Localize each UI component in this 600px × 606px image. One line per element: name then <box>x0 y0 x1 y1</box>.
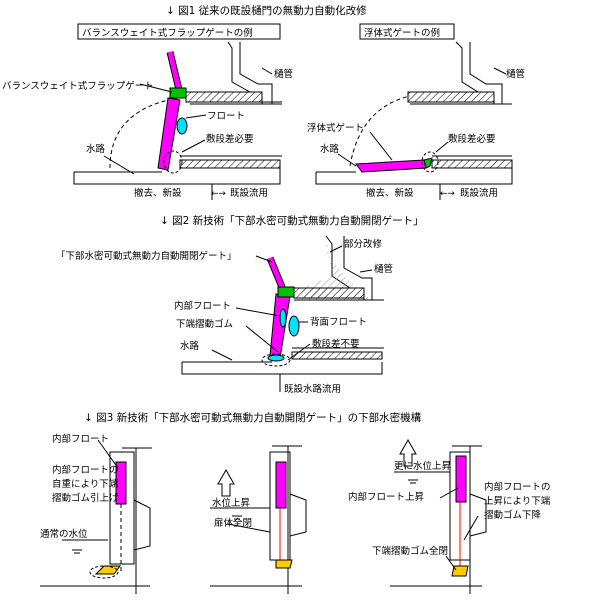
figure-1: ↓ 図1 従来の既設樋門の無動力自動化改修 バランスウェイト式フラップゲートの例… <box>2 4 525 200</box>
fig1-left-box-label: バランスウェイト式フラップゲートの例 <box>82 27 253 39</box>
fig3a-desc-3: 摺動ゴム引上げ <box>52 492 119 504</box>
fig1-hikan-right-label: 樋管 <box>506 68 525 80</box>
fig3a-desc-1: 内部フロートの <box>52 464 119 476</box>
fig1-remove-right-label: 撤去、新設 <box>366 187 414 199</box>
fig2-pipe-top <box>293 287 365 299</box>
fig1-left-step-circle <box>163 150 183 174</box>
fig1-left-float <box>176 117 188 135</box>
fig1-left-swing-arc <box>109 97 179 169</box>
fig3a-rubber <box>94 565 121 575</box>
fig3a-normal-level-label: 通常の水位 <box>40 528 88 540</box>
fig1-title: ↓ 図1 従来の既設樋門の無動力自動化改修 <box>166 4 367 17</box>
fig2-back-float-label: 背面フロート <box>310 316 367 328</box>
fig2-gate-arm <box>267 257 287 293</box>
fig2-no-step-label: 敷段差不要 <box>312 338 360 350</box>
fig1-right-float-gate <box>355 159 427 173</box>
fig2-pipe-bottom <box>291 351 383 360</box>
fig1-float-gate-label: 浮体式ゲート <box>307 122 364 134</box>
fig1-left-channel <box>73 168 281 185</box>
fig3-title: ↓ 図3 新技術「下部水密可動式無動力自動開閉ゲート」の下部水密機構 <box>84 411 422 424</box>
fig2-weight <box>277 286 295 298</box>
fig3b-back-float <box>289 493 307 537</box>
fig1-step-right-label: 敷段差必要 <box>448 133 496 145</box>
fig1-remove-left-label: 撤去、新設 <box>134 187 182 199</box>
fig3-panel-b <box>210 445 307 594</box>
fig1-left-drawing: ←→ <box>73 41 282 200</box>
fig1-step-left-label: 敷段差必要 <box>206 133 254 145</box>
fig2-inner-float <box>279 308 287 328</box>
fig1-left-pipe-bottom <box>179 159 281 169</box>
fig2-channel <box>181 362 383 375</box>
fig3c-more-level-up-label: 更に水位上昇 <box>394 460 452 472</box>
fig1-channel-right-label: 水路 <box>320 143 340 155</box>
fig1-arrow-left: ←→ <box>211 189 226 199</box>
fig1-left-pipe-top <box>185 91 263 103</box>
figure-2: ↓ 図2 新技術「下部水密可動式無動力自動開閉ゲート」 <box>160 214 424 392</box>
fig1-float-label: フロート <box>207 111 245 122</box>
fig1-reuse-right-label: 既設流用 <box>460 187 498 199</box>
fig1-reuse-left-label: 既設流用 <box>230 187 268 199</box>
fig2-partial-repair-area <box>302 236 372 300</box>
fig3c-rubber-closed-label: 下端摺動ゴム全閉 <box>372 545 448 557</box>
fig3b-level-up-label: 水位上昇 <box>212 497 251 509</box>
fig1-left-gate-leaf <box>157 97 181 171</box>
fig1-right-box-label: 浮体式ゲートの例 <box>364 27 440 39</box>
fig3b-rubber <box>275 559 293 569</box>
fig1-right-drawing: ←→ <box>315 41 513 200</box>
fig3c-rise-3: 摺動ゴム下降 <box>484 509 542 521</box>
fig1-right-swing-arc <box>349 95 411 167</box>
fig3c-up-arrow-icon <box>399 438 417 467</box>
figure-3: ↓ 図3 新技術「下部水密可動式無動力自動開閉ゲート」の下部水密機構 内部フロー… <box>40 411 551 594</box>
fig2-hikan-label: 樋管 <box>374 263 393 275</box>
fig3b-up-arrow-icon <box>217 468 235 497</box>
fig3c-inner-float <box>455 455 467 503</box>
fig2-back-float <box>288 315 300 337</box>
fig2-rubber-label: 下端摺動ゴム <box>176 318 233 330</box>
fig2-inner-float-label: 内部フロート <box>174 300 231 312</box>
fig2-no-step-circle <box>261 353 291 367</box>
fig3c-float-up-label: 内部フロート上昇 <box>348 491 425 503</box>
fig2-title: ↓ 図2 新技術「下部水密可動式無動力自動開閉ゲート」 <box>160 214 424 227</box>
fig1-left-weight <box>169 87 187 99</box>
fig1-balance-gate-label: バランスウェイト式フラップゲート <box>2 80 154 92</box>
fig1-right-channel <box>315 168 513 185</box>
fig1-arrow-right: ←→ <box>440 189 455 199</box>
fig3b-inner-float <box>275 461 287 509</box>
fig3c-back-float <box>469 493 487 537</box>
fig1-right-step-circle <box>421 151 439 173</box>
fig2-channel-label: 水路 <box>180 340 200 352</box>
fig2-partial-label: 部分改修 <box>344 238 383 250</box>
fig1-left-abutment-inner <box>239 42 273 104</box>
fig2-bottom-rubber <box>267 354 285 362</box>
fig1-right-pipe-bottom <box>431 159 513 169</box>
fig1-right-pipe-top <box>407 91 495 103</box>
fig1-hikan-left-label: 樋管 <box>274 68 293 80</box>
fig3a-desc-2: 自重により下端 <box>52 478 119 490</box>
fig3-panel-c <box>390 438 487 594</box>
fig3c-rise-2: 上昇により下端 <box>484 495 551 507</box>
fig3-panel-a <box>40 439 152 594</box>
fig1-right-box <box>359 23 455 40</box>
fig3c-rise-1: 内部フロートの <box>484 481 551 493</box>
fig3a-back-float <box>133 499 151 551</box>
fig1-left-box <box>77 23 281 40</box>
fig1-channel-left-label: 水路 <box>86 143 106 155</box>
fig2-reuse-label: 既設水路流用 <box>284 383 341 395</box>
fig3c-rubber <box>451 565 469 577</box>
fig3b-door-closed-label: 扉体全閉 <box>214 517 252 529</box>
fig3a-inner-float-label: 内部フロート <box>52 433 109 445</box>
fig2-gate-label: 「下部水密可動式無動力自動開閉ゲート」 <box>56 250 237 262</box>
fig1-left-gate-arm <box>167 51 183 95</box>
